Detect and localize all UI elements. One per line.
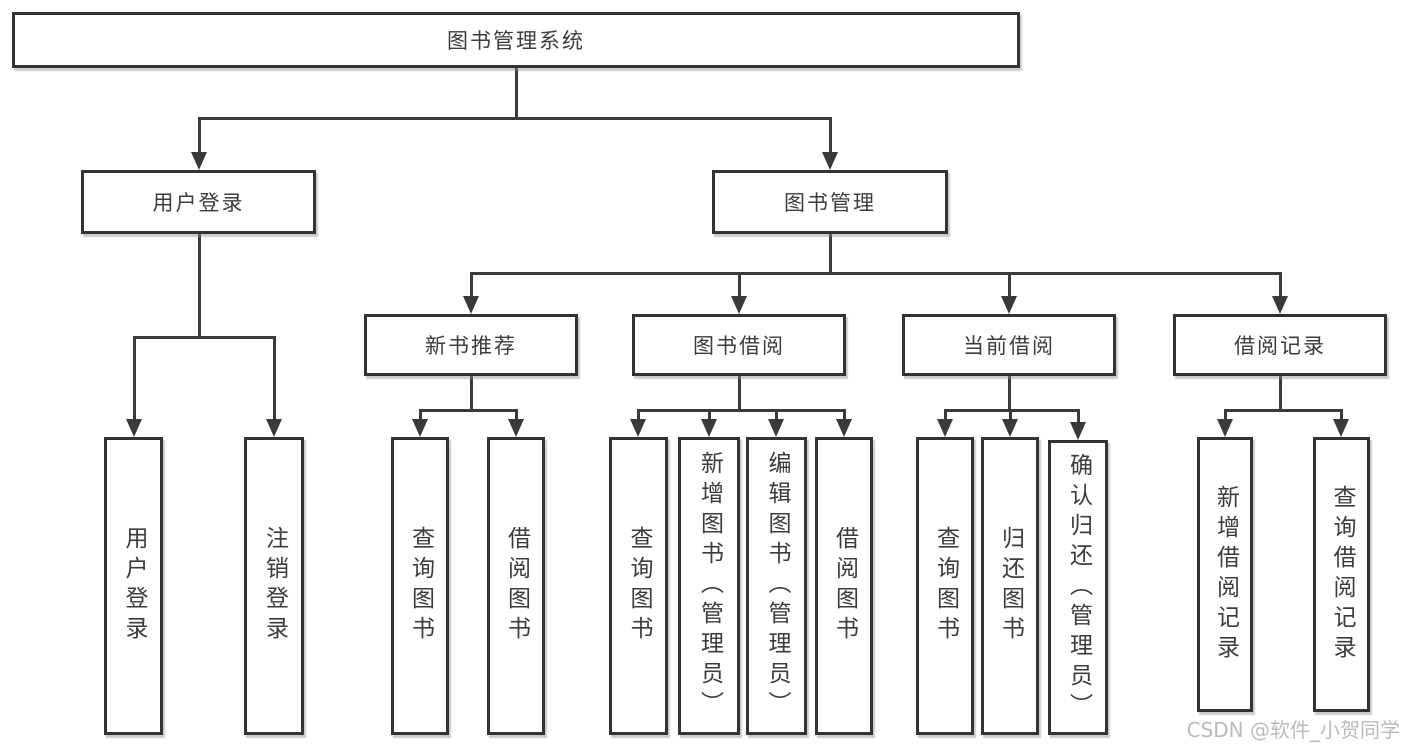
arrow-down-icon xyxy=(731,296,747,314)
node-library-system: 图书管理系统 xyxy=(12,12,1020,68)
arrow-down-icon xyxy=(701,419,717,437)
arrow-down-icon xyxy=(266,419,282,437)
arrow-down-icon xyxy=(630,419,646,437)
arrow-down-icon xyxy=(1002,419,1018,437)
connector-line xyxy=(738,376,741,409)
leaf-query-books-1: 查询图书 xyxy=(391,437,449,735)
connector-line xyxy=(470,272,473,296)
connector-line xyxy=(273,336,276,419)
arrow-down-icon xyxy=(768,419,784,437)
leaf-confirm-return-admin-label: 确认归还（管理员） xyxy=(1065,452,1092,723)
node-book-management: 图书管理 xyxy=(712,170,948,234)
leaf-user-login: 用户登录 xyxy=(104,437,163,735)
arrow-down-icon xyxy=(822,152,838,170)
connector-line xyxy=(944,409,947,419)
leaf-user-login-label: 用户登录 xyxy=(121,526,147,646)
leaf-logout-label: 注销登录 xyxy=(261,526,288,646)
leaf-query-books-2-label: 查询图书 xyxy=(626,526,652,646)
connector-line xyxy=(708,409,711,419)
leaf-edit-book-admin: 编辑图书（管理员） xyxy=(746,437,807,735)
csdn-watermark: CSDN @软件_小贺同学 xyxy=(1186,718,1400,742)
arrow-down-icon xyxy=(1217,419,1233,437)
leaf-borrow-books-1: 借阅图书 xyxy=(487,437,545,735)
node-new-book-recommend-label: 新书推荐 xyxy=(425,334,517,358)
connector-line xyxy=(1009,409,1012,419)
leaf-return-book-label: 归还图书 xyxy=(997,526,1024,646)
leaf-add-book-admin: 新增图书（管理员） xyxy=(678,437,740,735)
arrow-down-icon xyxy=(508,419,524,437)
leaf-query-borrow-record: 查询借阅记录 xyxy=(1313,437,1370,712)
leaf-borrow-books-1-label: 借阅图书 xyxy=(503,526,530,646)
connector-line xyxy=(133,336,136,419)
node-book-borrowing-label: 图书借阅 xyxy=(693,334,785,358)
leaf-confirm-return-admin: 确认归还（管理员） xyxy=(1048,440,1108,735)
connector-line xyxy=(1224,409,1343,412)
connector-line xyxy=(1279,272,1282,296)
leaf-borrow-books-2: 借阅图书 xyxy=(815,437,873,735)
connector-line xyxy=(738,272,741,296)
node-new-book-recommend: 新书推荐 xyxy=(364,314,578,376)
connector-line xyxy=(1340,409,1343,419)
leaf-borrow-books-2-label: 借阅图书 xyxy=(831,526,858,646)
arrow-down-icon xyxy=(1001,296,1017,314)
arrow-down-icon xyxy=(937,419,953,437)
connector-line xyxy=(133,336,275,339)
arrow-down-icon xyxy=(1070,422,1086,440)
connector-line xyxy=(198,117,201,152)
connector-line xyxy=(637,409,845,412)
connector-line xyxy=(843,409,846,419)
connector-line xyxy=(198,117,832,120)
leaf-add-borrow-record: 新增借阅记录 xyxy=(1197,437,1253,712)
connector-line xyxy=(1008,272,1011,296)
node-borrowing-records-label: 借阅记录 xyxy=(1234,334,1326,358)
arrow-down-icon xyxy=(126,419,142,437)
arrow-down-icon xyxy=(1333,419,1349,437)
leaf-query-books-3: 查询图书 xyxy=(916,437,974,735)
node-book-borrowing: 图书借阅 xyxy=(632,314,846,376)
arrow-down-icon xyxy=(836,419,852,437)
leaf-query-books-3-label: 查询图书 xyxy=(932,526,959,646)
leaf-query-books-1-label: 查询图书 xyxy=(407,526,434,646)
connector-line xyxy=(419,409,422,419)
connector-line xyxy=(515,409,518,419)
node-current-borrowing: 当前借阅 xyxy=(902,314,1116,376)
leaf-add-book-admin-label: 新增图书（管理员） xyxy=(696,451,723,721)
node-current-borrowing-label: 当前借阅 xyxy=(963,334,1055,358)
leaf-return-book: 归还图书 xyxy=(981,437,1039,735)
connector-line xyxy=(944,409,1080,412)
connector-line xyxy=(637,409,640,419)
connector-line xyxy=(470,376,473,409)
node-user-login: 用户登录 xyxy=(81,170,316,234)
node-borrowing-records: 借阅记录 xyxy=(1173,314,1387,376)
arrow-down-icon xyxy=(191,152,207,170)
leaf-logout: 注销登录 xyxy=(244,437,304,735)
arrow-down-icon xyxy=(412,419,428,437)
node-user-login-label: 用户登录 xyxy=(152,191,245,215)
leaf-edit-book-admin-label: 编辑图书（管理员） xyxy=(764,451,790,721)
connector-line xyxy=(1077,409,1080,422)
connector-line xyxy=(515,68,518,117)
connector-line xyxy=(829,234,832,272)
connector-line xyxy=(470,272,1281,275)
connector-line xyxy=(775,409,778,419)
node-book-management-label: 图书管理 xyxy=(784,191,876,215)
leaf-query-borrow-record-label: 查询借阅记录 xyxy=(1329,484,1355,665)
leaf-add-borrow-record-label: 新增借阅记录 xyxy=(1212,484,1239,665)
node-library-system-label: 图书管理系统 xyxy=(447,29,585,53)
arrow-down-icon xyxy=(463,296,479,314)
leaf-query-books-2: 查询图书 xyxy=(609,437,668,735)
connector-line xyxy=(1224,409,1227,419)
connector-line xyxy=(198,234,201,336)
connector-line xyxy=(1279,376,1282,409)
connector-line xyxy=(419,409,518,412)
connector-line xyxy=(829,117,832,152)
arrow-down-icon xyxy=(1272,296,1288,314)
connector-line xyxy=(1008,376,1011,409)
